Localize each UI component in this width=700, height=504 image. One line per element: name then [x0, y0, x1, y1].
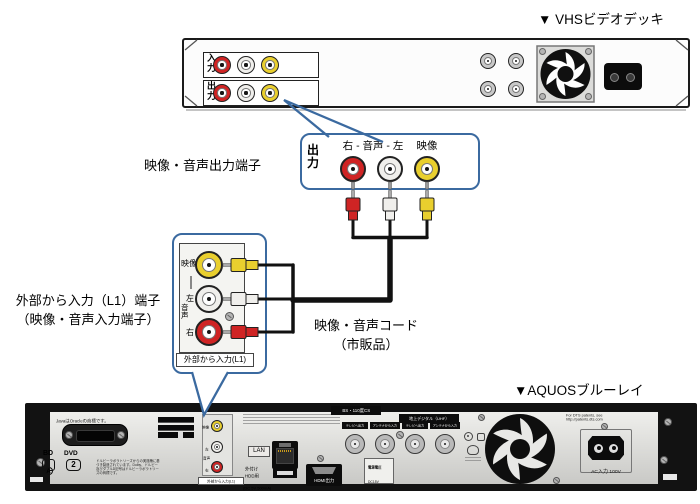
- ac-screw-icon: [601, 423, 608, 430]
- vhs-output-yellow-jack: [261, 84, 279, 102]
- ac-label: AC入力 100V: [591, 468, 621, 475]
- l1-callout-right-label: 右: [186, 328, 194, 337]
- vhs-input-video-red-jack: [213, 56, 231, 74]
- uhf-antenna-in-connector: [435, 434, 455, 454]
- aquos-right-screw-top-icon: [664, 418, 672, 426]
- bs-cs-label: BS・110度CS: [331, 406, 381, 415]
- vhs-input-video-yellow-jack: [261, 56, 279, 74]
- vhs-output-red-jack: [213, 84, 231, 102]
- fine-print-lines: [243, 414, 340, 424]
- vhs-panel-shadow: [186, 109, 686, 111]
- bs-tv-out-connector: [345, 434, 365, 454]
- vhs-deck-title: ▼ VHSビデオデッキ: [538, 12, 664, 27]
- uhf-tv-out-label: テレビへ出力: [402, 422, 428, 429]
- aquos-l1-white-jack: [211, 441, 223, 453]
- l1-callout-white-jack: [195, 285, 223, 313]
- bd-region-icon: A: [42, 459, 55, 475]
- vhs-rear-jack-3: [480, 81, 496, 97]
- l1-callout-left-label: 左: [186, 294, 194, 303]
- aquos-l1-video-label: 映像: [202, 425, 210, 430]
- l1-callout-screw-icon: [225, 312, 234, 321]
- connector-screw-right-icon: [117, 431, 125, 439]
- dvd-logo-label: DVD: [64, 450, 78, 457]
- cert-mark-square-icon: [477, 433, 485, 441]
- cert-mark-circle-icon: [464, 432, 473, 441]
- aquos-left-screw-icon: [36, 458, 45, 467]
- vhs-input-audio-white-jack: [237, 56, 255, 74]
- l1-callout-red-jack: [195, 318, 223, 346]
- fan-screw-bottom-icon: [553, 477, 560, 484]
- power-spec-box: 電源電圧 DC15V 最大4W DC11V 最大3W: [364, 458, 394, 484]
- aquos-l1-panel-label: 外部から入力(L1): [198, 477, 244, 485]
- rear-connector-icon: [62, 424, 128, 446]
- vhs-input-label: 入力: [207, 53, 217, 73]
- uhf-tv-out-connector: [405, 434, 425, 454]
- bd-logo-label: BD: [43, 450, 54, 457]
- vhs-rear-jack-1: [480, 53, 496, 69]
- aquos-title: ▼AQUOSブルーレイ: [514, 383, 644, 398]
- lan-port-icon: [272, 441, 298, 469]
- connector-screw-left-icon: [65, 431, 73, 439]
- rca-plug-yellow-top: [419, 190, 435, 221]
- aquos-left-mini-label: [30, 477, 43, 482]
- output-callout-audio-row-label: 右 - 音声 - 左: [342, 140, 404, 152]
- output-callout-label: 出力: [307, 143, 320, 170]
- l1-terminal-label-line1: 外部から入力（L1）端子: [15, 293, 161, 308]
- hdmi-port-icon: HDMI出力: [306, 464, 342, 486]
- vhs-rear-jack-2: [508, 53, 524, 69]
- rca-plug-white-top: [382, 190, 398, 221]
- cable-label-line2: （市販品）: [333, 337, 399, 352]
- output-callout-red-jack: [340, 156, 366, 182]
- aquos-fan-icon: [485, 414, 555, 484]
- cable-label-line1: 映像・音声コード: [313, 318, 418, 333]
- fan-screw-top-icon: [478, 414, 485, 421]
- aquos-l1-right-label: 右: [205, 468, 209, 473]
- dolby-notice: ドルビーラボラトリーズからの実施権に基づき製造されています。Dolby、ドルビー…: [96, 459, 160, 475]
- bs-antenna-in-label: アンテナから入力: [370, 422, 400, 429]
- aquos-l1-audio-label: 音声: [203, 456, 211, 461]
- l1-callout-panel-label: 外部から入力(L1): [176, 353, 254, 367]
- dvd-region-icon: 2: [66, 459, 81, 471]
- aquos-ac-inlet-icon: [588, 436, 624, 460]
- vhs-fan-icon: [536, 45, 595, 103]
- aquos-l1-red-jack: [211, 461, 223, 473]
- aquos-l1-left-label: 左: [205, 447, 209, 452]
- aquos-right-mini-label: [663, 474, 677, 480]
- hdd-label: 外付け HDD用: [245, 466, 259, 479]
- l1-callout-video-label: 映像: [181, 259, 197, 268]
- output-terminal-label: 映像・音声出力端子: [144, 158, 262, 173]
- l1-terminal-label: 外部から入力（L1）端子 （映像・音声入力端子）: [2, 291, 174, 329]
- cert-mark-jqa-icon: [467, 445, 479, 455]
- rca-plug-red-top: [345, 190, 361, 221]
- bs-antenna-in-connector: [375, 434, 395, 454]
- l1-callout-yellow-jack: [195, 251, 223, 279]
- java-notice: JavaはOracleの商標です。: [56, 418, 109, 424]
- hdmi-label: HDMI出力: [313, 477, 335, 483]
- bs-tv-out-label: テレビへ出力: [342, 422, 368, 429]
- spec-stickers: [158, 417, 194, 438]
- vhs-ac-inlet-icon: [604, 63, 642, 90]
- output-callout-video-label: 映像: [416, 140, 438, 152]
- uhf-antenna-in-label: アンテナから入力: [430, 422, 460, 429]
- uhf-label: 地上デジタル（UHF）: [399, 414, 459, 423]
- dts-notice: For DTS patents, see http://patents.dts.…: [566, 413, 603, 422]
- vhs-output-white-jack: [237, 84, 255, 102]
- aquos-right-screw-bottom-icon: [660, 456, 668, 464]
- vhs-rear-jack-4: [508, 81, 524, 97]
- l1-terminal-label-line2: （映像・音声入力端子）: [16, 312, 160, 327]
- hdd-power-label: (DC 5V 500mA): [243, 486, 272, 491]
- antenna-screw-icon: [396, 431, 404, 439]
- output-callout-white-jack: [377, 156, 403, 182]
- aquos-l1-yellow-jack: [211, 420, 223, 432]
- l1-callout-divider: [190, 276, 192, 289]
- output-callout-yellow-jack: [414, 156, 440, 182]
- cable-label: 映像・音声コード （市販品）: [299, 316, 433, 354]
- vhs-output-label: 出力: [207, 81, 217, 101]
- usb-port-icon: [273, 468, 297, 478]
- cert-mark-text-lines: [465, 457, 481, 461]
- lan-label: LAN: [248, 446, 270, 457]
- hdmi-area-screw-icon: [317, 455, 324, 462]
- l1-callout-audio-label: 音声: [181, 303, 189, 321]
